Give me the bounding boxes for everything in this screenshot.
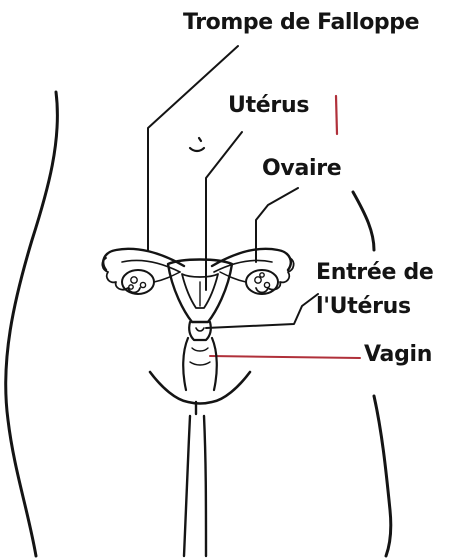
leader-vagina xyxy=(210,356,360,358)
body-outline-left xyxy=(6,92,58,556)
leg-line-right xyxy=(204,416,206,556)
left-fimbriae xyxy=(102,258,140,293)
label-vagina: Vagin xyxy=(364,344,432,366)
uterus-tick xyxy=(336,96,337,134)
body-outline-right xyxy=(353,192,374,250)
label-cervix-line2: l'Utérus xyxy=(316,296,411,318)
left-fallopian-tube xyxy=(103,249,184,270)
pelvic-outline xyxy=(150,372,250,404)
body-outline-right-lower xyxy=(374,396,391,556)
leg-line-left xyxy=(184,416,190,556)
label-uterus: Utérus xyxy=(228,95,309,117)
leader-fallopian-tube xyxy=(148,46,238,250)
label-cervix-line1: Entrée de xyxy=(316,262,434,284)
label-ovary: Ovaire xyxy=(262,158,341,180)
label-fallopian-tube: Trompe de Falloppe xyxy=(183,12,419,34)
right-ovary xyxy=(246,270,278,294)
vagina xyxy=(183,338,217,390)
leader-cervix xyxy=(206,294,318,328)
navel-mark xyxy=(190,138,204,151)
